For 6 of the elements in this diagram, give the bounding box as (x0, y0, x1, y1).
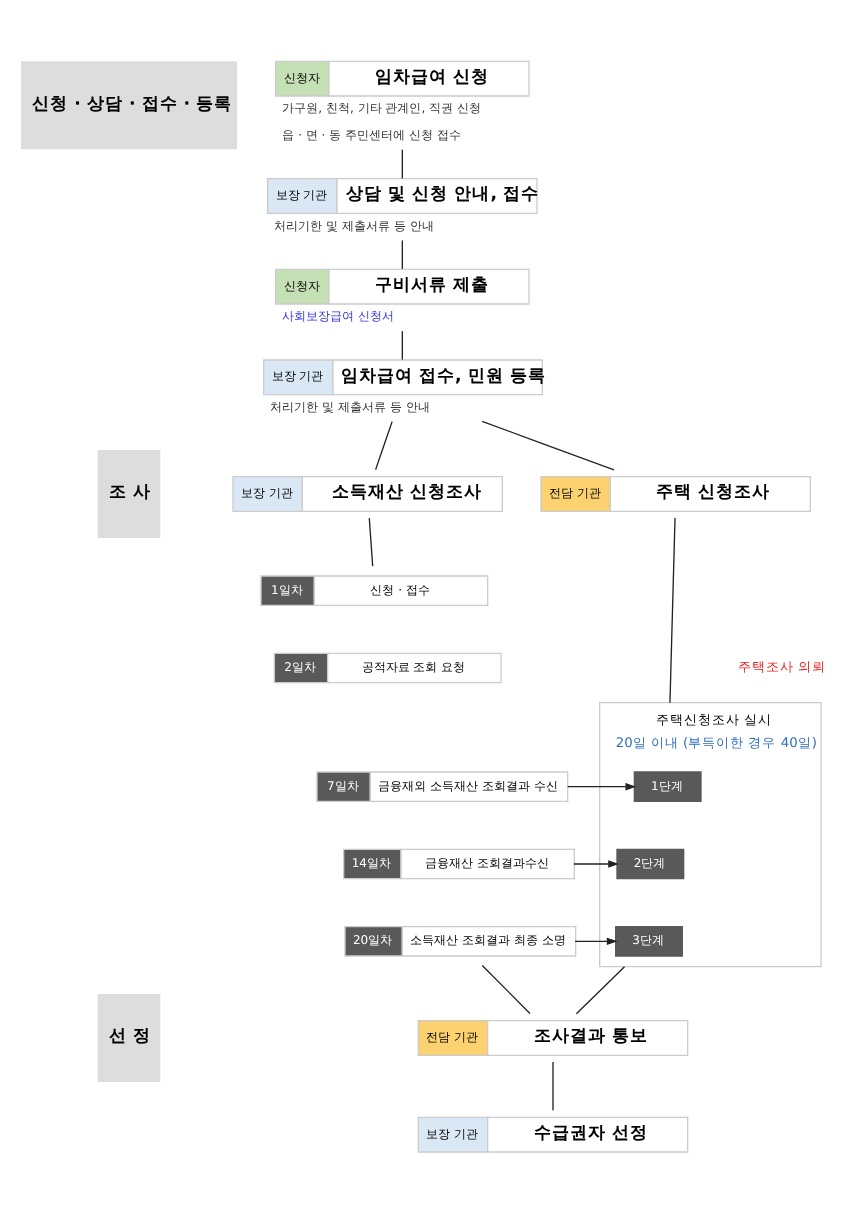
node-label: 상담 및 신청 안내, 접수 (346, 185, 540, 206)
node-label: 임차급여 신청 (375, 67, 490, 88)
node-label: 조사결과 통보 (533, 1027, 648, 1048)
node-label: 수급권자 선정 (533, 1123, 648, 1144)
node-label: 임차급여 접수, 민원 등록 (341, 366, 546, 387)
node-label: 구비서류 제출 (375, 275, 490, 296)
